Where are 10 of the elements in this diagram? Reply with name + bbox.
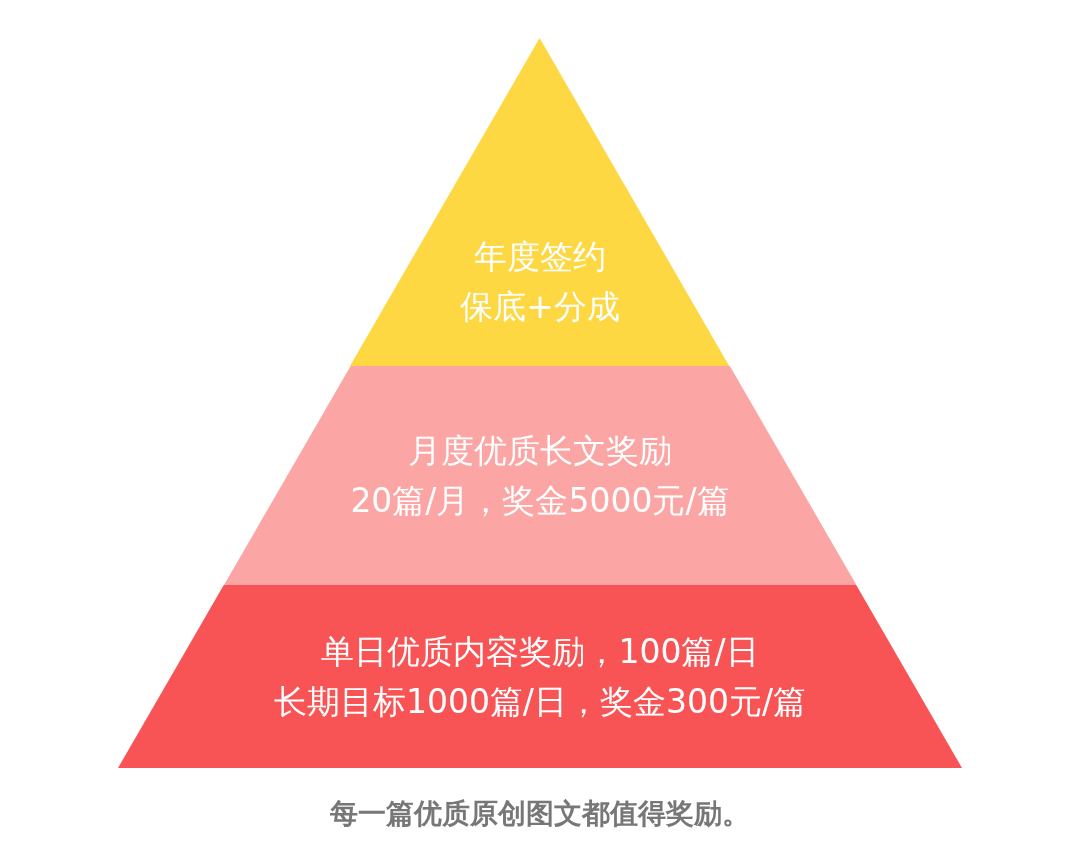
tier-text: 20篇/月，奖金5000元/篇	[350, 479, 730, 522]
pyramid-top	[350, 38, 730, 366]
tier-text: 保底+分成	[460, 286, 620, 328]
tier-text: 长期目标1000篇/日，奖金300元/篇	[273, 680, 807, 723]
pyramid-tier	[223, 366, 857, 585]
pyramid-tier	[118, 585, 962, 768]
caption: 每一篇优质原创图文都值得奖励。	[330, 797, 750, 830]
tier-text: 月度优质长文奖励	[408, 429, 672, 472]
tier-text: 年度签约	[474, 236, 606, 278]
tier-text: 单日优质内容奖励，100篇/日	[321, 630, 759, 673]
